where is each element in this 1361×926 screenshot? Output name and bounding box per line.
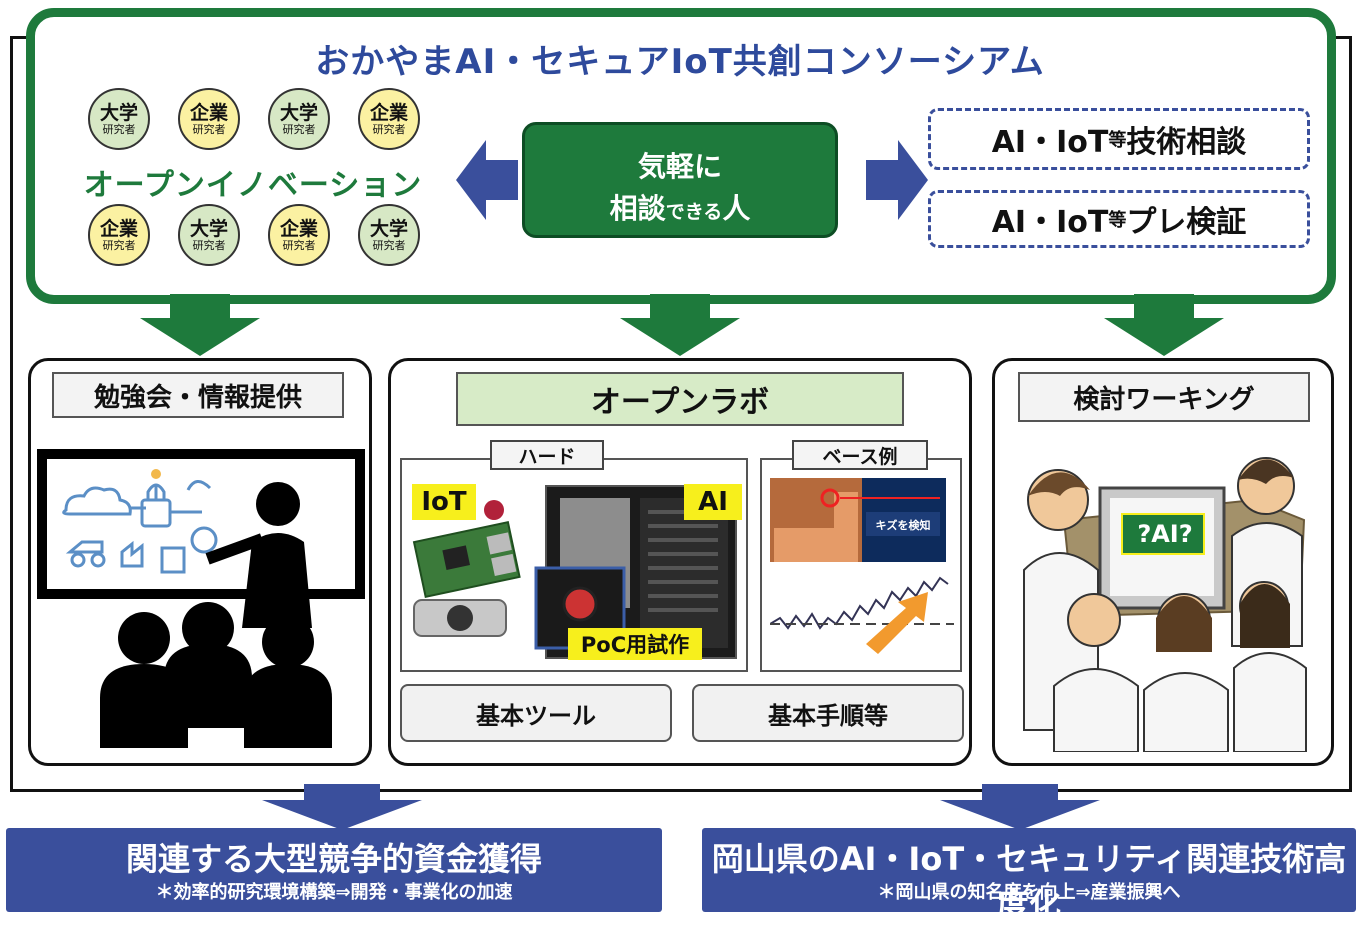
ai-label: AI — [684, 484, 742, 520]
study-label: 勉強会・情報提供 — [52, 372, 344, 418]
detect-label: キズを検知 — [876, 518, 931, 532]
arrow-down-icon — [140, 294, 260, 356]
base-example-illustration: キズを検知 — [770, 478, 954, 654]
outcome-okayama: 岡山県のAI・IoT・セキュリティ関連技術高度化 ＊岡山県の知名度を向上⇒産業振… — [702, 828, 1356, 924]
screen-text: ?AI? — [1137, 520, 1193, 548]
researcher-circle-company: 企業研究者 — [268, 204, 330, 266]
consortium-title: おかやまAI・セキュアIoT共創コンソーシアム — [315, 42, 1045, 82]
arrow-down-icon — [620, 294, 740, 356]
hardware-tag: ハード — [490, 440, 604, 470]
researcher-circle-company: 企業研究者 — [88, 204, 150, 266]
researcher-circle-university: 大学研究者 — [88, 88, 150, 150]
openlab-label: オープンラボ — [456, 372, 904, 426]
presentation-illustration — [37, 449, 365, 748]
arrow-right-icon — [866, 140, 928, 220]
open-innovation-label: オープンイノベーション — [83, 168, 423, 203]
arrow-left-icon — [456, 140, 518, 220]
poc-label: PoC用試作 — [568, 628, 702, 660]
iot-label: IoT — [412, 484, 476, 520]
arrow-down-icon — [262, 784, 422, 830]
researcher-circle-company: 企業研究者 — [178, 88, 240, 150]
counsel-box: 気軽に 相談できる人 — [522, 122, 838, 238]
counsel-line1: 気軽に — [637, 150, 722, 183]
working-label: 検討ワーキング — [1018, 372, 1310, 422]
researcher-circle-university: 大学研究者 — [358, 204, 420, 266]
arrow-down-icon — [1104, 294, 1224, 356]
base-example-tag: ベース例 — [792, 440, 928, 470]
researcher-circle-university: 大学研究者 — [268, 88, 330, 150]
researcher-circle-university: 大学研究者 — [178, 204, 240, 266]
outcome-funding: 関連する大型競争的資金獲得 ＊効率的研究環境構築⇒開発・事業化の加速 — [6, 828, 662, 912]
basic-procedures-box: 基本手順等 — [692, 684, 964, 742]
arrow-down-icon — [940, 784, 1100, 830]
basic-tools-box: 基本ツール — [400, 684, 672, 742]
working-group-illustration — [1023, 457, 1307, 752]
researcher-circle-company: 企業研究者 — [358, 88, 420, 150]
counsel-line2: 相談できる人 — [609, 192, 751, 225]
